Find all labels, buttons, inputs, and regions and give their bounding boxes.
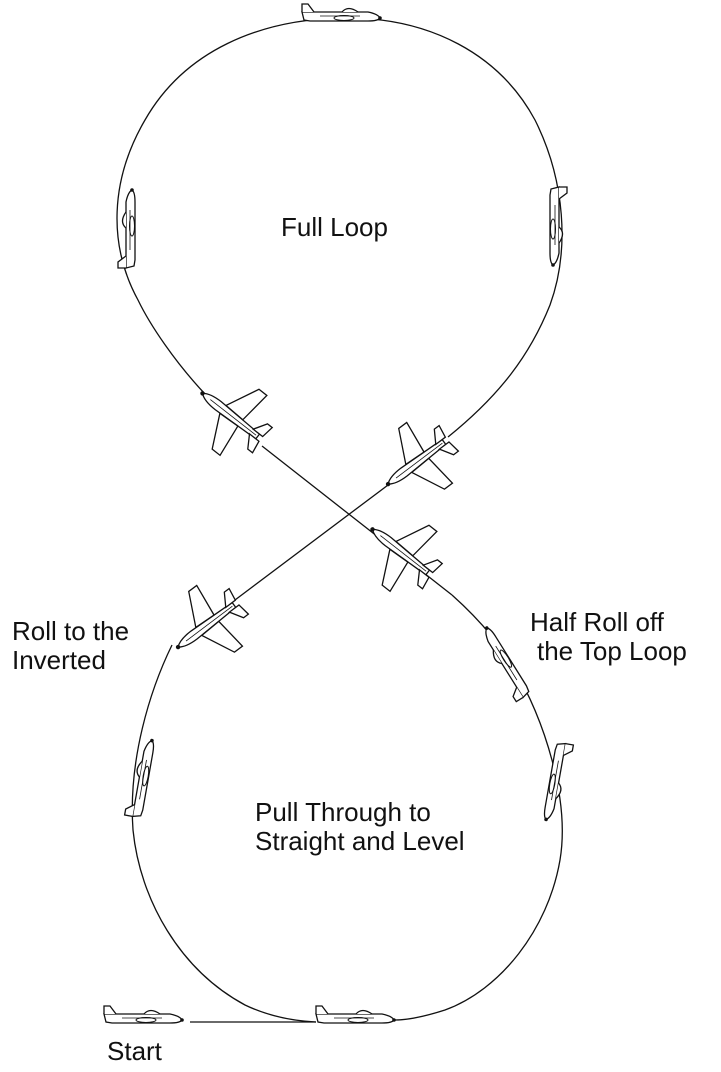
flight-path [116, 17, 563, 1023]
plane-roll-to-inverted [152, 570, 263, 680]
plane-bottom-left-climb [123, 735, 156, 819]
label-pull-through-line-2: Straight and Level [255, 826, 465, 856]
label-roll-line-2: Inverted [12, 645, 106, 675]
plane-top-of-loop [301, 3, 383, 22]
plane-bottom-right-dive [542, 741, 575, 825]
bottom-loop-left-path [131, 644, 317, 1023]
label-half-roll: Half Roll off the Top Loop [530, 608, 687, 666]
label-full-loop-text: Full Loop [281, 212, 388, 242]
label-roll-to-inverted: Roll to the Inverted [12, 617, 129, 675]
plane-half-roll [473, 624, 532, 703]
label-half-roll-line-1: Half Roll off [530, 607, 664, 637]
label-start-text: Start [107, 1036, 162, 1066]
label-pull-through-line-1: Pull Through to [255, 797, 431, 827]
label-roll-line-1: Roll to the [12, 616, 130, 646]
label-half-roll-line-2: the Top Loop [537, 636, 687, 666]
label-pull-through: Pull Through to Straight and Level [255, 798, 465, 856]
plane-right-vertical-dive [549, 186, 568, 268]
plane-start [103, 1005, 185, 1024]
plane-upper-right-diagonal [362, 407, 473, 517]
plane-center-descending [346, 497, 457, 607]
plane-bottom-of-loop [315, 1005, 397, 1024]
diagonal-path-ascending [234, 481, 393, 601]
label-full-loop: Full Loop [281, 213, 388, 242]
plane-upper-left-diagonal [176, 361, 287, 471]
label-start: Start [107, 1037, 162, 1066]
